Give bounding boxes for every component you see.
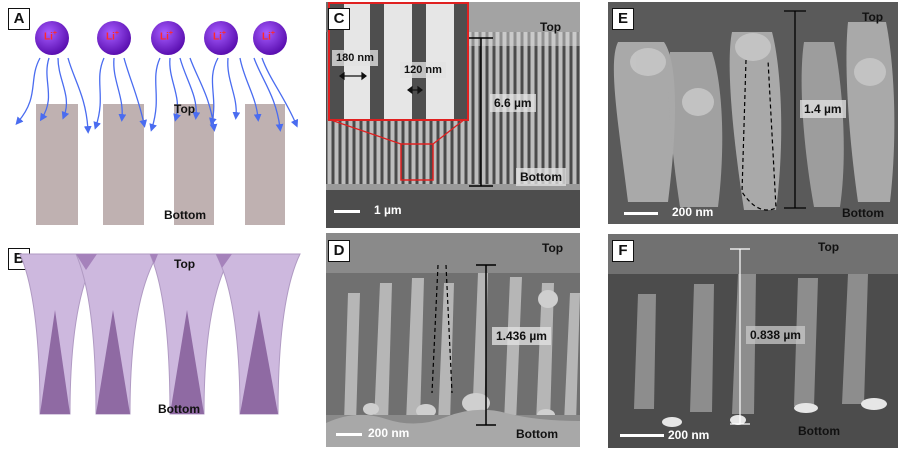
scale-label: 1 µm <box>374 203 402 217</box>
label-top: Top <box>818 240 840 254</box>
panel-label-d: D <box>328 240 350 262</box>
sem-image-e: 1.4 µm Top Bottom 200 nm <box>608 2 898 224</box>
label-bottom: Bottom <box>516 427 558 441</box>
panel-a-schematic <box>15 21 299 225</box>
ion-label: Li+ <box>106 30 119 43</box>
scale-label: 200 nm <box>368 426 410 440</box>
scale-bar <box>334 210 360 213</box>
pillar <box>103 104 144 225</box>
scale-label: 200 nm <box>672 205 714 219</box>
sem-image-c: 180 nm 120 nm 6.6 µm Top Bottom 1 µ <box>326 2 580 228</box>
pillar <box>174 104 214 225</box>
scale-bar <box>624 212 658 215</box>
inset-width-label-1: 180 nm <box>332 50 378 66</box>
inset-width-label-2: 120 nm <box>400 62 446 78</box>
height-label-c: 6.6 µm <box>490 94 536 112</box>
label-bottom: Bottom <box>516 168 566 186</box>
ion-label: Li+ <box>213 30 226 43</box>
lithium-ion-icon <box>253 21 287 55</box>
dark-core <box>96 310 130 414</box>
ion-label: Li+ <box>44 30 57 43</box>
sem-image-f: 0.838 µm Top Bottom 200 nm <box>608 234 898 448</box>
label-bottom: Bottom <box>158 402 200 416</box>
sem-image-d: 1.436 µm Top Bottom 200 nm <box>326 233 580 447</box>
inset-zoom <box>328 2 469 121</box>
panel-b-schematic <box>19 253 301 415</box>
label-bottom: Bottom <box>164 208 206 222</box>
height-label-d: 1.436 µm <box>492 327 551 345</box>
label-top: Top <box>540 20 562 34</box>
dark-core <box>240 310 278 414</box>
lithium-ion-icon <box>151 21 185 55</box>
label-bottom: Bottom <box>842 206 884 220</box>
lithium-ion-icon <box>35 21 69 55</box>
height-label-f: 0.838 µm <box>746 326 805 344</box>
label-bottom: Bottom <box>798 424 840 438</box>
label-top: Top <box>862 10 884 24</box>
panel-label-e: E <box>612 8 634 30</box>
nanopillar-array-e <box>608 2 898 224</box>
label-top: Top <box>174 257 196 271</box>
label-top: Top <box>174 102 196 116</box>
height-label-e: 1.4 µm <box>800 100 846 118</box>
dark-core <box>170 310 204 414</box>
ion-label: Li+ <box>160 30 173 43</box>
panel-label-f: F <box>612 240 634 262</box>
lithium-ion-icon <box>204 21 238 55</box>
pillar <box>36 104 78 225</box>
label-top: Top <box>542 241 564 255</box>
scale-bar <box>620 434 664 437</box>
dark-core <box>40 310 70 414</box>
panel-label-c: C <box>328 8 350 30</box>
ion-label: Li+ <box>262 30 275 43</box>
annotations-c <box>327 37 493 187</box>
scale-bar <box>336 433 362 436</box>
scale-label: 200 nm <box>668 428 710 442</box>
lithium-ion-icon <box>97 21 131 55</box>
panel-label-a: A <box>8 8 30 30</box>
